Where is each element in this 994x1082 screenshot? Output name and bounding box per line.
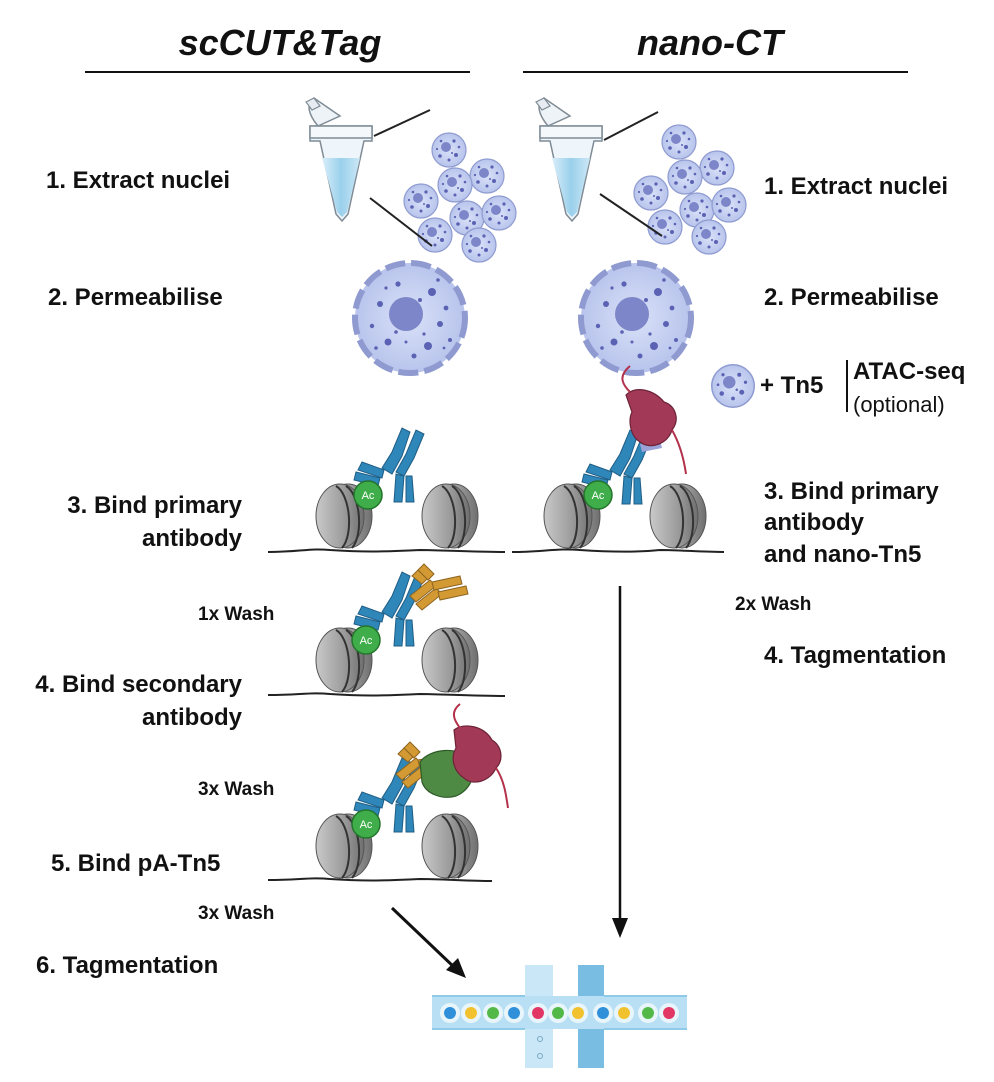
arrow-left-to-chip <box>390 906 466 978</box>
droplet <box>572 1007 584 1019</box>
pa-tn5-step-left: Ac <box>267 703 509 882</box>
droplet <box>532 1007 544 1019</box>
arrow-right-to-chip <box>612 586 628 938</box>
left-step-permeabilise: 2. Permeabilise <box>48 284 223 311</box>
nucleus-left <box>355 263 465 373</box>
left-title-rule <box>85 71 470 73</box>
right-column-title: nano-CT <box>637 22 783 63</box>
nucleus-right <box>581 263 691 373</box>
left-wash-1: 1x Wash <box>198 604 275 625</box>
droplet <box>642 1007 654 1019</box>
acetyl-mark-1: Ac <box>362 490 375 502</box>
left-wash-2: 3x Wash <box>198 779 275 800</box>
droplet <box>618 1007 630 1019</box>
right-wash: 2x Wash <box>735 594 812 615</box>
droplet <box>465 1007 477 1019</box>
left-column-title: scCUT&Tag <box>178 22 382 63</box>
tube-icon-right <box>535 97 603 222</box>
primary-nano-step-right: Ac <box>511 365 725 553</box>
atac-optional-label: (optional) <box>853 392 945 417</box>
secondary-step-left: Ac <box>267 563 506 697</box>
droplet <box>552 1007 564 1019</box>
right-step-permeabilise: 2. Permeabilise <box>764 284 939 311</box>
left-step-pa-tn5: 5. Bind pA-Tn5 <box>51 850 221 877</box>
left-step-primary-2: antibody <box>142 525 242 552</box>
droplet <box>663 1007 675 1019</box>
tube-icon-left <box>305 97 373 222</box>
tn5-plus-label: + Tn5 <box>760 372 824 399</box>
right-step-bind-3: and nano-Tn5 <box>764 541 922 568</box>
droplet <box>487 1007 499 1019</box>
left-step-secondary-2: antibody <box>142 704 242 731</box>
acetyl-mark-2: Ac <box>592 490 605 502</box>
right-title-rule <box>523 71 908 73</box>
nuclei-cluster-right <box>634 125 746 254</box>
acetyl-mark-3: Ac <box>360 635 373 647</box>
nuclei-cluster-left <box>404 133 516 262</box>
acetyl-mark-4: Ac <box>360 819 373 831</box>
right-step-bind-2: antibody <box>764 509 864 536</box>
right-step-tagmentation: 4. Tagmentation <box>764 642 947 669</box>
droplet <box>444 1007 456 1019</box>
left-wash-3: 3x Wash <box>198 903 275 924</box>
right-step-bind: 3. Bind primary <box>764 478 939 505</box>
primary-step-left: Ac <box>267 427 506 553</box>
microfluidic-chip <box>432 965 687 1068</box>
left-step-tagmentation: 6. Tagmentation <box>36 952 219 979</box>
left-step-extract: 1. Extract nuclei <box>46 167 231 194</box>
droplet <box>508 1007 520 1019</box>
droplet <box>597 1007 609 1019</box>
left-step-secondary: 4. Bind secondary <box>35 671 242 698</box>
left-step-primary: 3. Bind primary <box>67 492 242 519</box>
small-nucleus-tn5 <box>711 364 755 408</box>
right-step-extract: 1. Extract nuclei <box>764 173 949 200</box>
atac-seq-label: ATAC-seq <box>853 358 966 385</box>
